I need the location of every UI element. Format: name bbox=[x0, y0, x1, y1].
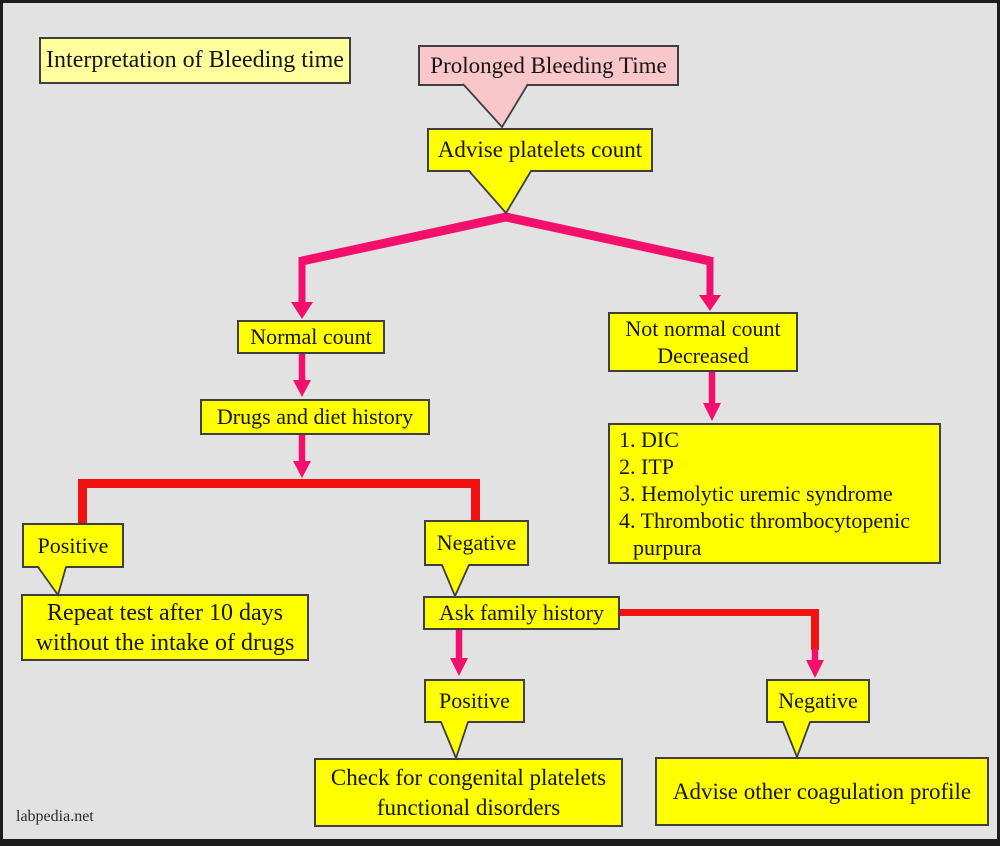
cause-item: 3. Hemolytic uremic syndrome bbox=[619, 481, 893, 506]
negative-drugs-box: Negative bbox=[424, 520, 529, 566]
negative-family-tail-pointer bbox=[782, 720, 811, 760]
positive-drugs-tail-pointer bbox=[37, 565, 67, 598]
advise-platelets-label: Advise platelets count bbox=[437, 137, 643, 163]
repeat-test-line: without the intake of drugs bbox=[35, 629, 295, 656]
normal-count-label: Normal count bbox=[250, 324, 372, 350]
negative-family-label: Negative bbox=[778, 688, 858, 714]
repeat-test-box: Repeat test after 10 days without the in… bbox=[21, 594, 309, 661]
not-normal-count-box: Not normal count Decreased bbox=[608, 312, 798, 372]
advise-coagulation-label: Advise other coagulation profile bbox=[672, 778, 972, 804]
negative-family-box: Negative bbox=[766, 679, 870, 723]
arrow-ask-to-positive bbox=[450, 630, 468, 676]
arrow-normal-to-drugs bbox=[293, 353, 311, 397]
advise-platelets-tail-pointer bbox=[468, 169, 532, 215]
not-normal-line: Not normal count bbox=[625, 316, 781, 341]
check-congenital-line: functional disorders bbox=[376, 794, 561, 820]
repeat-test-line: Repeat test after 10 days bbox=[47, 599, 283, 626]
red-elbow-ask-to-negative bbox=[619, 609, 824, 678]
normal-count-box: Normal count bbox=[237, 320, 385, 354]
title-box: Interpretation of Bleeding time bbox=[39, 37, 351, 84]
image-frame-bottom bbox=[0, 839, 1000, 846]
decreased-line: Decreased bbox=[657, 343, 749, 368]
ask-family-history-label: Ask family history bbox=[439, 600, 604, 626]
drugs-diet-history-box: Drugs and diet history bbox=[200, 399, 430, 435]
branch-vee-arrow bbox=[291, 212, 721, 319]
cause-item: 4. Thrombotic thrombocytopenic bbox=[619, 508, 911, 533]
positive-family-box: Positive bbox=[424, 679, 525, 723]
title-label: Interpretation of Bleeding time bbox=[46, 47, 344, 74]
cause-item: 1. DIC bbox=[619, 427, 679, 452]
prolonged-bleeding-box: Prolonged Bleeding Time bbox=[418, 45, 679, 86]
prolonged-tail-pointer bbox=[462, 83, 529, 129]
negative-drugs-label: Negative bbox=[436, 530, 517, 556]
causes-list-box: 1. DIC 2. ITP 3. Hemolytic uremic syndro… bbox=[608, 423, 941, 564]
cause-item: 2. ITP bbox=[619, 454, 674, 479]
arrow-drugs-to-split bbox=[293, 434, 311, 478]
prolonged-bleeding-label: Prolonged Bleeding Time bbox=[430, 52, 667, 78]
drugs-diet-history-label: Drugs and diet history bbox=[216, 404, 414, 430]
advise-platelets-box: Advise platelets count bbox=[427, 128, 653, 172]
advise-coagulation-box: Advise other coagulation profile bbox=[655, 757, 989, 826]
ask-family-history-box: Ask family history bbox=[423, 596, 620, 630]
red-split-bar bbox=[78, 479, 480, 524]
positive-drugs-box: Positive bbox=[22, 523, 124, 568]
positive-family-label: Positive bbox=[439, 688, 510, 714]
negative-drugs-tail-pointer bbox=[441, 563, 470, 599]
arrow-notnormal-to-list bbox=[703, 372, 721, 421]
positive-drugs-label: Positive bbox=[37, 532, 109, 558]
check-congenital-line: Check for congenital platelets bbox=[330, 764, 607, 790]
cause-item-continuation: purpura bbox=[633, 535, 702, 560]
positive-family-tail-pointer bbox=[440, 720, 469, 761]
watermark: labpedia.net bbox=[16, 808, 94, 825]
check-congenital-box: Check for congenital platelets functiona… bbox=[314, 758, 623, 827]
